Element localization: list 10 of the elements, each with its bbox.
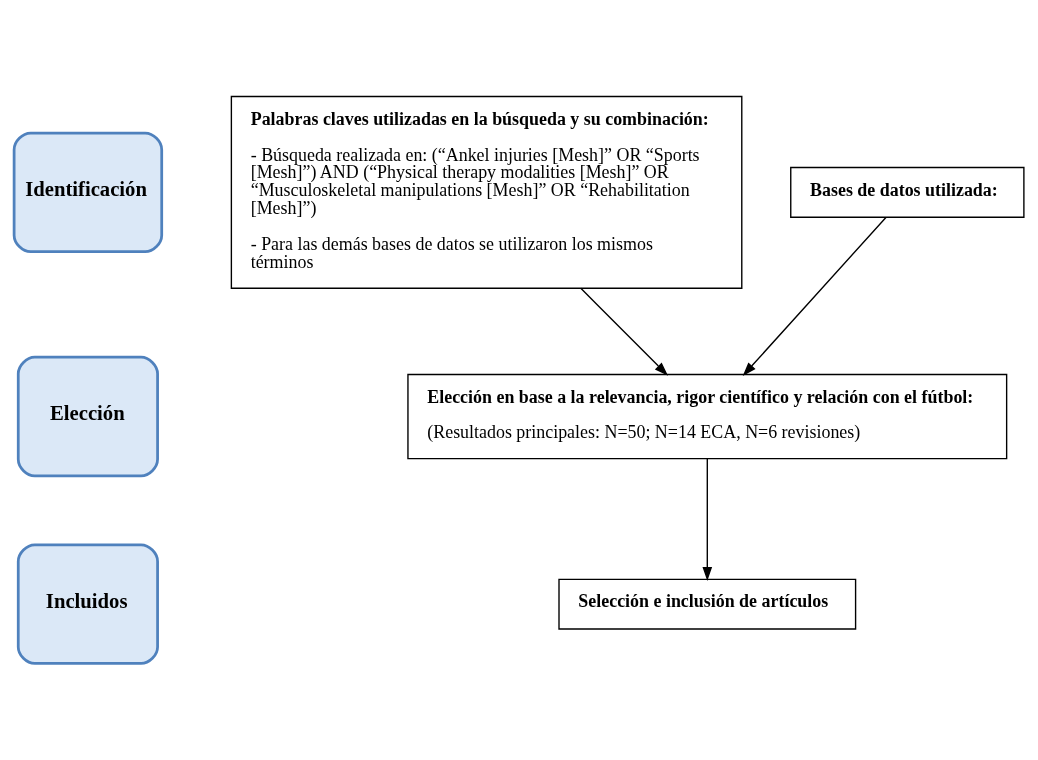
node-box: Identificación bbox=[12, 131, 164, 254]
arrow bbox=[580, 287, 669, 376]
node-box: Elección en base a la relevancia, rigor científico y relación con el fútbol: (Resultados principales: N=50; N=14 ECA, N=6 revisiones) bbox=[407, 373, 1008, 460]
node-box: Selección e inclusión de artículos bbox=[558, 578, 857, 630]
node-box: Palabras claves utilizadas en la búsqueda y su combinación: - Búsqueda realizada en: (“Ankel injuries [Mesh]” OR “Sports [Mesh]”) AND (“Physical therapy modalities [Mesh]” OR “Musculoskeletal manipulations [Mesh]” OR “Rehabilitation [Mesh]”) - Para las demás bases de datos se utilizaron los mismos términos bbox=[230, 95, 743, 289]
node-box: Incluidos bbox=[16, 543, 159, 665]
arrow bbox=[742, 216, 887, 376]
node-box: Bases de datos utilizada: bbox=[790, 166, 1025, 218]
node-box: Elección bbox=[16, 355, 159, 478]
arrow bbox=[702, 458, 713, 581]
